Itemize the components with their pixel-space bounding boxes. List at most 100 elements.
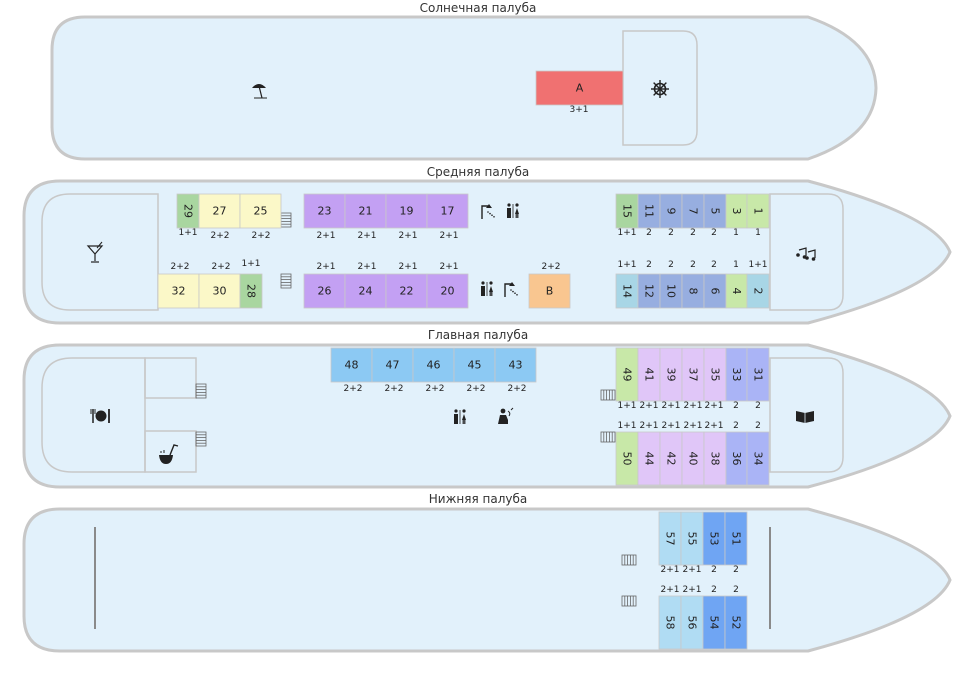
cabin-39[interactable]: 39 (659, 347, 683, 402)
cabin-box[interactable] (239, 273, 263, 309)
cabin-41[interactable]: 41 (637, 347, 661, 402)
cabin-11[interactable]: 11 (637, 193, 661, 229)
cabin-box[interactable] (746, 273, 770, 309)
cabin-number: 37 (687, 368, 700, 382)
cabin-14[interactable]: 14 (615, 273, 639, 309)
cabin-box[interactable] (157, 273, 200, 309)
cabin-box[interactable] (385, 273, 428, 309)
shower-icon (504, 282, 518, 297)
cabin-15[interactable]: 15 (615, 193, 639, 229)
cabin-box[interactable] (724, 511, 748, 566)
cabin-box[interactable] (528, 273, 571, 309)
cabin-number: 54 (708, 616, 721, 630)
cabin-35[interactable]: 35 (703, 347, 727, 402)
cabin-25[interactable]: 25 (239, 193, 282, 229)
cabin-box[interactable] (746, 431, 770, 486)
cabin-box[interactable] (239, 193, 282, 229)
cabin-19[interactable]: 19 (385, 193, 428, 229)
cabin-number: 29 (182, 204, 195, 218)
cabin-berths: 2 (733, 401, 739, 411)
cabin-box[interactable] (746, 347, 770, 402)
cabin-B[interactable]: B (528, 273, 571, 309)
cabin-6[interactable]: 6 (703, 273, 727, 309)
cabin-10[interactable]: 10 (659, 273, 683, 309)
cabin-number: 40 (687, 452, 700, 466)
cabin-26[interactable]: 26 (303, 273, 346, 309)
cabin-berths: 2+2 (211, 231, 230, 241)
cabin-30[interactable]: 30 (198, 273, 241, 309)
cabin-55[interactable]: 55 (680, 511, 704, 566)
cabin-33[interactable]: 33 (725, 347, 748, 402)
cabin-box[interactable] (385, 193, 428, 229)
cabin-37[interactable]: 37 (681, 347, 705, 402)
cabin-24[interactable]: 24 (344, 273, 387, 309)
cabin-box[interactable] (494, 347, 537, 383)
main-deck-bow-library (769, 357, 844, 473)
cabin-51[interactable]: 51 (724, 511, 748, 566)
deck-title-middle: Средняя палуба (427, 165, 530, 179)
cabin-box[interactable] (303, 273, 346, 309)
cabin-box[interactable] (198, 273, 241, 309)
cabin-52[interactable]: 52 (724, 595, 748, 650)
cabin-3[interactable]: 3 (725, 193, 748, 229)
cabin-56[interactable]: 56 (680, 595, 704, 650)
cabin-number: 2 (752, 288, 765, 295)
cabin-22[interactable]: 22 (385, 273, 428, 309)
cabin-2[interactable]: 2 (746, 273, 770, 309)
cabin-45[interactable]: 45 (453, 347, 496, 383)
cabin-5[interactable]: 5 (703, 193, 727, 229)
cabin-box[interactable] (412, 347, 455, 383)
cabin-27[interactable]: 27 (198, 193, 241, 229)
cabin-48[interactable]: 48 (330, 347, 373, 383)
cabin-42[interactable]: 42 (659, 431, 683, 486)
cabin-number: 53 (708, 532, 721, 546)
cabin-49[interactable]: 49 (615, 347, 639, 402)
cabin-44[interactable]: 44 (637, 431, 661, 486)
cabin-28[interactable]: 28 (239, 273, 263, 309)
cabin-21[interactable]: 21 (344, 193, 387, 229)
cabin-53[interactable]: 53 (702, 511, 726, 566)
cabin-29[interactable]: 29 (176, 193, 200, 229)
cabin-7[interactable]: 7 (681, 193, 705, 229)
cabin-36[interactable]: 36 (725, 431, 748, 486)
cabin-berths: 2+2 (508, 384, 527, 394)
cabin-58[interactable]: 58 (658, 595, 682, 650)
cabin-9[interactable]: 9 (659, 193, 683, 229)
cabin-box[interactable] (344, 193, 387, 229)
cabin-number: 27 (213, 205, 227, 218)
cabin-43[interactable]: 43 (494, 347, 537, 383)
cabin-1[interactable]: 1 (746, 193, 770, 229)
cabin-23[interactable]: 23 (303, 193, 346, 229)
cabin-17[interactable]: 17 (426, 193, 469, 229)
cabin-box[interactable] (426, 273, 469, 309)
cabin-40[interactable]: 40 (681, 431, 705, 486)
cabin-46[interactable]: 46 (412, 347, 455, 383)
cabin-50[interactable]: 50 (615, 431, 639, 486)
cabin-34[interactable]: 34 (746, 431, 770, 486)
cabin-57[interactable]: 57 (658, 511, 682, 566)
cabin-47[interactable]: 47 (371, 347, 414, 383)
cabin-box[interactable] (344, 273, 387, 309)
hairdresser-icon (498, 407, 514, 424)
cabin-berths: 2+2 (385, 384, 404, 394)
cabin-31[interactable]: 31 (746, 347, 770, 402)
cabin-number: 43 (509, 359, 523, 372)
stairs-icon (280, 273, 292, 289)
cabin-box[interactable] (535, 70, 624, 106)
cabin-A[interactable]: A (535, 70, 624, 106)
cabin-54[interactable]: 54 (702, 595, 726, 650)
cabin-box[interactable] (746, 193, 770, 229)
cabin-20[interactable]: 20 (426, 273, 469, 309)
cabin-box[interactable] (453, 347, 496, 383)
cabin-32[interactable]: 32 (157, 273, 200, 309)
cabin-number: 34 (752, 452, 765, 466)
middle-deck-aft-lounge (41, 193, 159, 311)
cabin-12[interactable]: 12 (637, 273, 661, 309)
cabin-box[interactable] (330, 347, 373, 383)
cabin-4[interactable]: 4 (725, 273, 748, 309)
cabin-38[interactable]: 38 (703, 431, 727, 486)
cabin-box[interactable] (198, 193, 241, 229)
cabin-8[interactable]: 8 (681, 273, 705, 309)
cabin-box[interactable] (426, 193, 469, 229)
cabin-box[interactable] (724, 595, 748, 650)
